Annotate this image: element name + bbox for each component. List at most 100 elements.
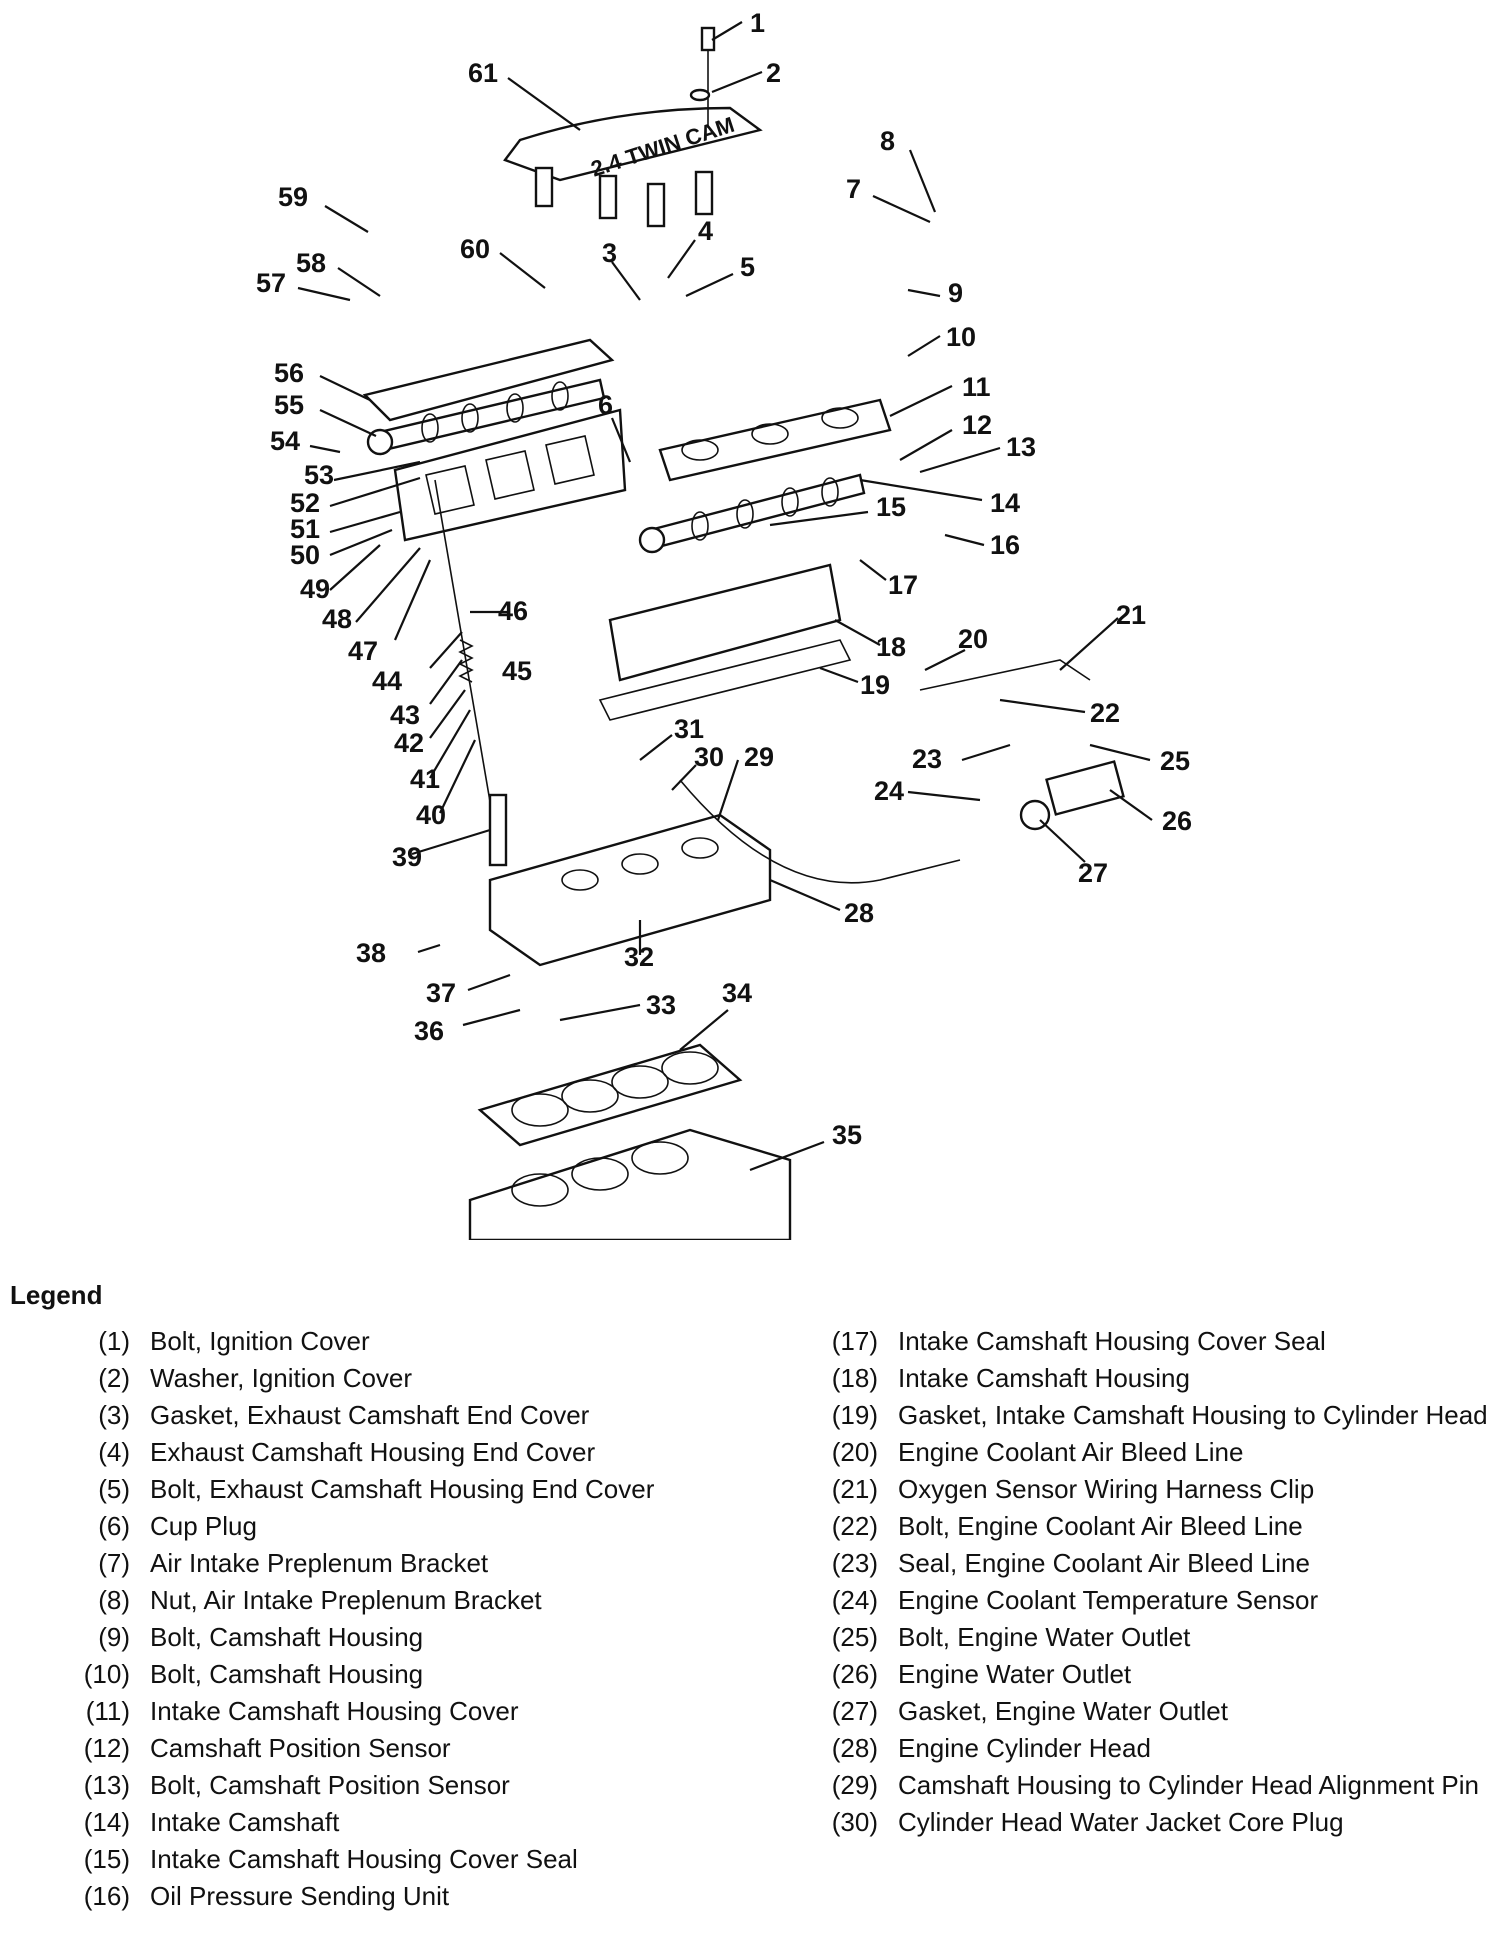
legend-description: Bolt, Exhaust Camshaft Housing End Cover	[150, 1474, 655, 1504]
legend-item: (3)Gasket, Exhaust Camshaft End Cover	[52, 1400, 752, 1431]
legend-item: (20)Engine Coolant Air Bleed Line	[800, 1437, 1490, 1468]
legend-item: (21) Oxygen Sensor Wiring Harness Clip	[800, 1474, 1490, 1505]
legend-description: Washer, Ignition Cover	[150, 1363, 413, 1393]
legend-description: Intake Camshaft Housing Cover Seal	[898, 1326, 1326, 1356]
callout-39: 39	[392, 842, 422, 872]
legend-description: Nut, Air Intake Preplenum Bracket	[150, 1585, 542, 1615]
legend-item: (7)Air Intake Preplenum Bracket	[52, 1548, 752, 1579]
legend-number: (18)	[831, 1363, 878, 1393]
callout-48: 48	[322, 604, 352, 634]
legend-item: (12) Camshaft Position Sensor	[52, 1733, 752, 1764]
legend-item: (27)Gasket, Engine Water Outlet	[800, 1696, 1490, 1727]
callout-52: 52	[290, 488, 320, 518]
legend-number: (14)	[83, 1807, 130, 1837]
callout-59: 59	[278, 182, 308, 212]
legend-item: (16) Oil Pressure Sending Unit	[52, 1881, 752, 1912]
exhaust-camshaft-housing	[362, 338, 627, 542]
legend-number: (6)	[98, 1511, 130, 1541]
legend-description: Cylinder Head Water Jacket Core Plug	[898, 1807, 1344, 1837]
legend-right-column: (17) Intake Camshaft Housing Cover Seal (…	[800, 1326, 1490, 1844]
legend-number: (29)	[831, 1770, 878, 1800]
legend-number: (21)	[831, 1474, 878, 1504]
callout-numbers: 1 2 3 4 5 6 7 8 9 10 11 12 13 14 15 16 1…	[256, 8, 1192, 1150]
legend-item: (10)Bolt, Camshaft Housing	[52, 1659, 752, 1690]
legend-left-column: (1) Bolt, Ignition Cover (2) Washer, Ignit…	[52, 1326, 752, 1918]
legend-number: (23)	[831, 1548, 878, 1578]
callout-20: 20	[958, 624, 988, 654]
legend-number: (22)	[831, 1511, 878, 1541]
legend-item: (5) Bolt, Exhaust Camshaft Housing End Co…	[52, 1474, 752, 1505]
exploded-engine-diagram: 2.4 TWIN CAM	[256, 8, 1192, 1240]
legend-description: Exhaust Camshaft Housing End Cover	[150, 1437, 596, 1467]
legend-number: (11)	[85, 1696, 130, 1726]
callout-25: 25	[1160, 746, 1190, 776]
legend-description: Bolt, Camshaft Position Sensor	[150, 1770, 510, 1800]
legend-item: (23) Seal, Engine Coolant Air Bleed Line	[800, 1548, 1490, 1579]
legend-description: Bolt, Engine Water Outlet	[898, 1622, 1191, 1652]
legend-item: (24) Engine Coolant Temperature Sensor	[800, 1585, 1490, 1616]
legend-description: Seal, Engine Coolant Air Bleed Line	[898, 1548, 1310, 1578]
callout-12: 12	[962, 410, 992, 440]
callout-45: 45	[502, 656, 532, 686]
callout-46: 46	[498, 596, 528, 626]
callout-3: 3	[602, 238, 617, 268]
legend-number: (30)	[831, 1807, 878, 1837]
callout-18: 18	[876, 632, 906, 662]
legend-description: Bolt, Camshaft Housing	[150, 1659, 424, 1689]
legend-number: (2)	[98, 1363, 130, 1393]
legend-item: (29)Camshaft Housing to Cylinder Head Al…	[800, 1770, 1490, 1801]
legend-number: (19)	[831, 1400, 878, 1430]
legend-number: (8)	[98, 1585, 130, 1615]
legend-item: (14)Intake Camshaft	[52, 1807, 752, 1838]
legend-number: (24)	[831, 1585, 878, 1615]
callout-55: 55	[274, 390, 304, 420]
legend-description: Engine Cylinder Head	[898, 1733, 1151, 1763]
legend-item: (2) Washer, Ignition Cover	[52, 1363, 752, 1394]
callout-28: 28	[844, 898, 874, 928]
callout-10: 10	[946, 322, 976, 352]
coolant-air-bleed-line	[679, 659, 1091, 884]
callout-30: 30	[694, 742, 724, 772]
legend-number: (1)	[98, 1326, 130, 1356]
callout-1: 1	[750, 8, 765, 38]
callout-60: 60	[460, 234, 490, 264]
legend-item: (30) Cylinder Head Water Jacket Core Plug	[800, 1807, 1490, 1838]
legend-item: (22)Bolt, Engine Coolant Air Bleed Line	[800, 1511, 1490, 1542]
legend-description: Oxygen Sensor Wiring Harness Clip	[898, 1474, 1315, 1504]
callout-17: 17	[888, 570, 918, 600]
callout-34: 34	[722, 978, 752, 1008]
valve-spring-stack	[434, 479, 508, 867]
callout-57: 57	[256, 268, 286, 298]
callout-33: 33	[646, 990, 676, 1020]
legend-description: Intake Camshaft Housing Cover	[150, 1696, 519, 1726]
callout-4: 4	[698, 216, 713, 246]
legend-item: (19)Gasket, Intake Camshaft Housing to C…	[800, 1400, 1490, 1431]
legend-description: Intake Camshaft Housing Cover Seal	[150, 1844, 578, 1874]
callout-32: 32	[624, 942, 654, 972]
legend-number: (17)	[831, 1326, 878, 1356]
legend-number: (12)	[83, 1733, 130, 1763]
callout-50: 50	[290, 540, 320, 570]
callout-44: 44	[372, 666, 402, 696]
legend-description: Engine Water Outlet	[898, 1659, 1132, 1689]
legend-number: (4)	[98, 1437, 130, 1467]
legend-item: (6)Cup Plug	[52, 1511, 752, 1542]
legend-description: Intake Camshaft Housing	[898, 1363, 1190, 1393]
legend-number: (16)	[83, 1881, 130, 1911]
legend-number: (5)	[98, 1474, 130, 1504]
callout-14: 14	[990, 488, 1020, 518]
callout-27: 27	[1078, 858, 1108, 888]
callout-24: 24	[874, 776, 904, 806]
legend-number: (15)	[83, 1844, 130, 1874]
legend-description: Engine Coolant Temperature Sensor	[898, 1585, 1319, 1615]
intake-camshaft	[638, 473, 866, 554]
callout-51: 51	[290, 514, 320, 544]
legend-description: Oil Pressure Sending Unit	[150, 1881, 450, 1911]
legend-number: (20)	[831, 1437, 878, 1467]
legend-item: (13)Bolt, Camshaft Position Sensor	[52, 1770, 752, 1801]
legend-description: Camshaft Position Sensor	[150, 1733, 451, 1763]
legend-description: Bolt, Ignition Cover	[150, 1326, 370, 1356]
legend-description: Gasket, Exhaust Camshaft End Cover	[150, 1400, 590, 1430]
callout-7: 7	[846, 174, 861, 204]
callout-16: 16	[990, 530, 1020, 560]
